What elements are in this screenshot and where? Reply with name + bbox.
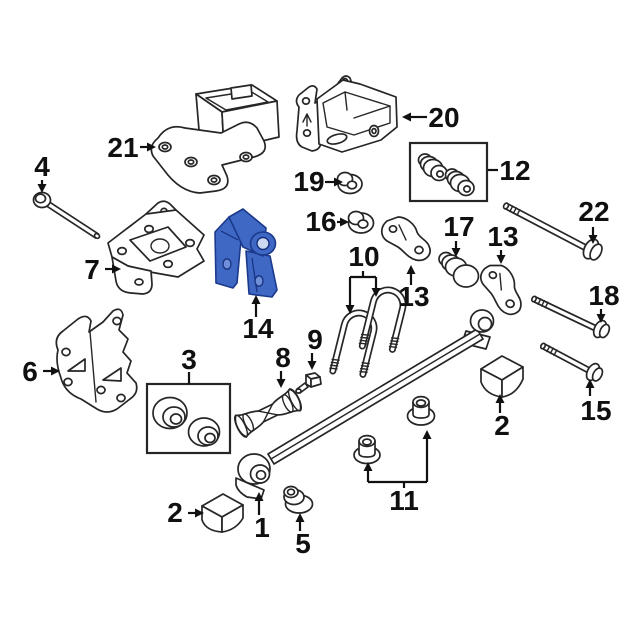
callout-18[interactable]: 18 [588,280,620,323]
callout-label[interactable]: 20 [428,102,459,133]
callout-label[interactable]: 19 [293,166,324,197]
callout-10[interactable]: 10 [345,241,381,314]
part-5-bushing[interactable] [283,485,314,514]
callout-4[interactable]: 4 [34,151,50,193]
callout-label[interactable]: 18 [588,280,619,311]
callout-8[interactable]: 8 [275,342,291,388]
part-9-clamp-spacer[interactable] [295,372,322,394]
part-10-u-bolts[interactable] [329,286,409,379]
callout-label[interactable]: 22 [578,196,609,227]
callout-label[interactable]: 1 [254,512,270,543]
callout-label[interactable]: 2 [494,410,510,441]
shackle-eye [256,236,270,251]
callout-label[interactable]: 13 [487,221,518,252]
callout-16[interactable]: 16 [305,206,349,237]
part-20-bracket[interactable] [295,75,398,153]
callout-2a[interactable]: 2 [167,497,204,528]
part-12-bushing-box[interactable] [408,141,489,203]
part-1-leaf-spring[interactable] [235,309,495,500]
callout-label[interactable]: 11 [389,485,419,516]
callout-11[interactable]: 11 [363,430,432,516]
part-13-bracket-b[interactable] [472,260,532,317]
part-2-bump-stop-a[interactable] [201,493,244,533]
callout-14[interactable]: 14 [242,295,274,344]
callout-label[interactable]: 9 [307,324,323,355]
callout-17[interactable]: 17 [443,211,475,257]
part-22-bolt[interactable] [502,202,605,262]
callout-label[interactable]: 3 [181,344,197,375]
callout-7[interactable]: 7 [84,254,121,285]
callout-label[interactable]: 7 [84,254,100,285]
part-15-bolt[interactable] [539,342,605,383]
callout-label[interactable]: 15 [580,395,611,426]
callout-label[interactable]: 14 [242,313,274,344]
part-7-hanger-bracket[interactable] [107,200,205,295]
callout-label[interactable]: 13 [398,281,429,312]
shackle-hole [254,275,264,287]
callout-3[interactable]: 3 [181,344,197,384]
part-4-bolt[interactable] [32,191,101,240]
callout-label[interactable]: 12 [499,155,530,186]
part-6-bracket[interactable] [55,308,138,413]
part-2-bump-stop-b[interactable] [480,355,524,398]
callout-label[interactable]: 21 [107,132,138,163]
callout-13a[interactable]: 13 [398,265,430,312]
callout-label[interactable]: 16 [305,206,336,237]
callout-label[interactable]: 10 [348,241,379,272]
part-8-spring-pad[interactable] [232,387,304,438]
part-16-nut[interactable] [347,210,375,234]
part-3-bushing-box[interactable] [145,382,232,455]
part-18-bolt[interactable] [530,295,611,340]
callout-2b[interactable]: 2 [494,394,510,441]
callout-1[interactable]: 1 [254,492,270,543]
part-19-nut[interactable] [336,171,363,195]
callout-21[interactable]: 21 [107,132,156,163]
callout-label[interactable]: 4 [34,151,50,182]
callout-12[interactable]: 12 [488,155,531,186]
shackle-hole [222,258,232,270]
callout-9[interactable]: 9 [307,324,323,370]
part-13-bracket-a[interactable] [380,216,431,262]
part-11-bushings[interactable] [353,395,436,465]
part-21-bracket[interactable] [150,84,280,194]
callout-22[interactable]: 22 [578,196,610,244]
callout-20[interactable]: 20 [402,102,460,133]
callout-13b[interactable]: 13 [487,221,519,264]
callout-label[interactable]: 17 [443,211,474,242]
callout-6[interactable]: 6 [22,356,60,387]
callout-label[interactable]: 6 [22,356,38,387]
callout-5[interactable]: 5 [295,513,311,559]
callout-label[interactable]: 8 [275,342,291,373]
callout-19[interactable]: 19 [293,166,343,197]
part-17-bushing[interactable] [438,251,480,288]
callout-label[interactable]: 2 [167,497,183,528]
callout-15[interactable]: 15 [580,379,612,426]
callout-label[interactable]: 5 [295,528,311,559]
part-14-shackle-highlighted[interactable] [214,208,278,298]
